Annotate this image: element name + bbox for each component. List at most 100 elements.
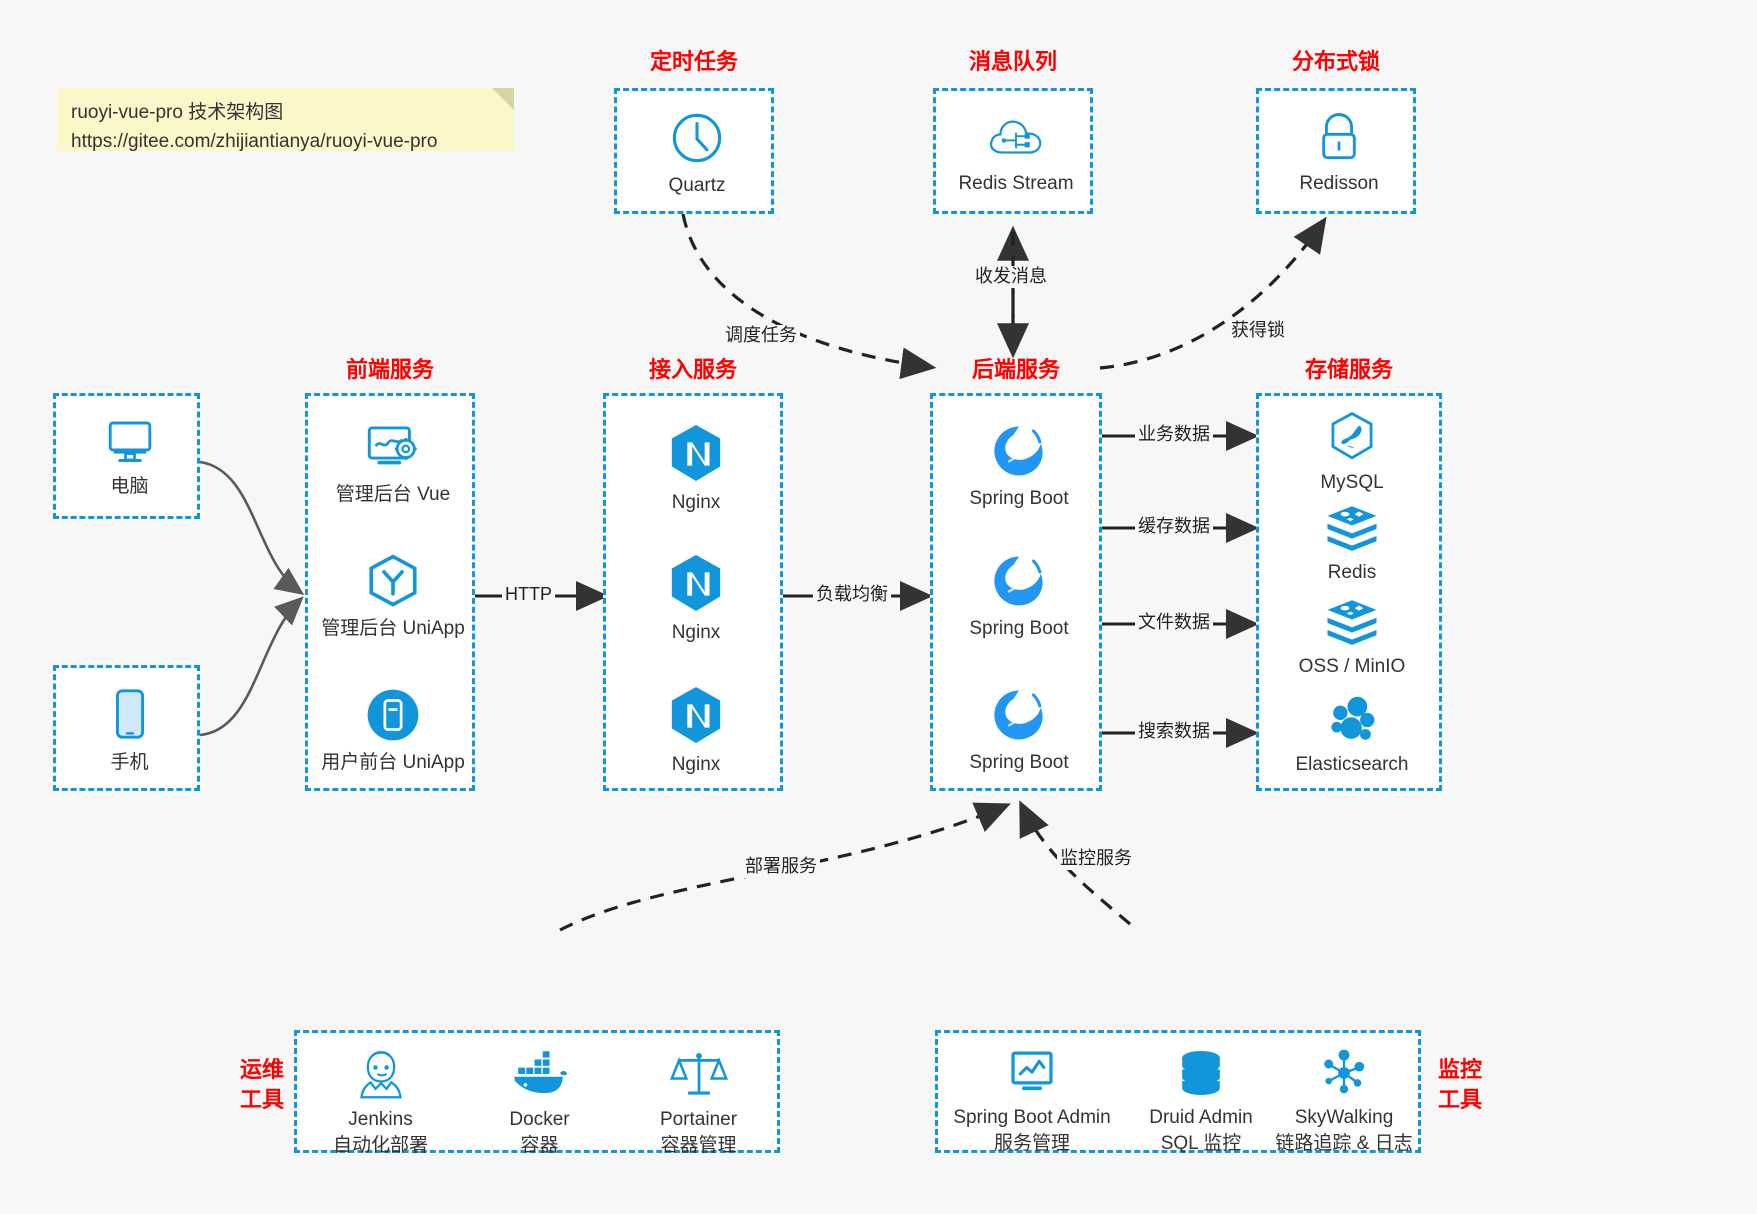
nginx-icon (671, 686, 721, 744)
note-fold-icon (492, 88, 514, 110)
edge-label-schedule: 调度任务 (722, 325, 800, 347)
node-label: Nginx (671, 754, 721, 775)
node-spring-boot-admin[interactable]: Spring Boot Admin 服务管理 (942, 1047, 1122, 1156)
note-url: https://gitee.com/zhijiantianya/ruoyi-vu… (71, 131, 438, 153)
node-user-uniapp[interactable]: 用户前台 UniApp (308, 686, 478, 776)
node-redis[interactable]: Redis (1259, 504, 1445, 586)
edge-label-file-data: 文件数据 (1135, 612, 1213, 634)
desktop-icon (108, 421, 151, 463)
node-jenkins[interactable]: Jenkins 自动化部署 (303, 1047, 458, 1158)
redis-stack-icon (1327, 506, 1377, 551)
group-title-backend: 后端服务 (971, 357, 1060, 382)
node-label: Elasticsearch (1295, 754, 1409, 775)
edge-label-mq: 收发消息 (972, 266, 1050, 288)
node-label: Nginx (671, 622, 721, 643)
group-backend: Spring Boot Spring Boot Spring Boot (930, 393, 1102, 791)
docker-whale-icon (514, 1051, 567, 1094)
node-docker[interactable]: Docker 容器 (462, 1047, 617, 1158)
monitor-gear-icon (367, 426, 417, 465)
monitor-chart-icon (1011, 1051, 1053, 1091)
skywalking-node-icon (1324, 1049, 1365, 1094)
node-label: Redis (1327, 562, 1377, 583)
node-label: Spring Boot (969, 752, 1069, 773)
node-sublabel: SQL 监控 (1160, 1132, 1242, 1154)
group-title-gateway: 接入服务 (648, 357, 737, 382)
node-skywalking[interactable]: SkyWalking 链路追踪 & 日志 (1268, 1047, 1420, 1156)
monitor-title-line2: 工具 (1437, 1086, 1482, 1112)
node-label: Redis Stream (958, 173, 1074, 194)
node-nginx-1[interactable]: Nginx (606, 422, 786, 516)
node-sublabel: 链路追踪 & 日志 (1275, 1132, 1413, 1154)
group-client-computer: 电脑 (53, 393, 200, 519)
group-mq: Redis Stream (933, 88, 1093, 214)
node-sublabel: 自动化部署 (332, 1134, 428, 1156)
node-label: MySQL (1320, 472, 1384, 493)
hexagon-y-icon (369, 554, 417, 607)
node-nginx-2[interactable]: Nginx (606, 552, 786, 646)
node-portainer[interactable]: Portainer 容器管理 (621, 1047, 776, 1158)
group-frontend: 管理后台 Vue 管理后台 UniApp 用户前台 UniApp (305, 393, 475, 791)
edge-label-biz-data: 业务数据 (1135, 424, 1213, 446)
node-elasticsearch[interactable]: Elasticsearch (1259, 694, 1445, 778)
devops-title-line1: 运维 (239, 1057, 284, 1082)
node-computer[interactable]: 电脑 (56, 414, 203, 500)
node-admin-vue[interactable]: 管理后台 Vue (308, 420, 478, 508)
node-label: Quartz (668, 175, 726, 196)
node-admin-uniapp[interactable]: 管理后台 UniApp (308, 552, 478, 642)
group-title-monitor: 监控 工具 (1430, 1055, 1490, 1114)
database-icon (1182, 1051, 1220, 1095)
node-phone[interactable]: 手机 (56, 686, 203, 776)
node-springboot-2[interactable]: Spring Boot (933, 552, 1105, 642)
scales-icon (669, 1052, 728, 1095)
node-label: Nginx (671, 492, 721, 513)
edge-label-monitoring: 监控服务 (1057, 848, 1135, 870)
nginx-icon (671, 424, 721, 482)
phone-icon (115, 689, 144, 739)
node-label: Druid Admin (1149, 1107, 1253, 1128)
edge-label-lb: 负载均衡 (813, 584, 891, 606)
devops-title-line2: 工具 (239, 1086, 284, 1112)
group-client-phone: 手机 (53, 665, 200, 791)
group-title-mq: 消息队列 (968, 49, 1057, 74)
group-scheduler: Quartz (614, 88, 774, 214)
monitor-title-line1: 监控 (1437, 1057, 1482, 1082)
node-label: 电脑 (110, 476, 149, 497)
node-label: 管理后台 UniApp (321, 618, 465, 639)
node-redisson[interactable]: Redisson (1259, 109, 1419, 197)
lock-icon (1322, 113, 1356, 160)
edge-label-http: HTTP (502, 584, 555, 606)
spring-leaf-icon (994, 690, 1043, 740)
edge-label-search-data: 搜索数据 (1135, 721, 1213, 743)
node-label: Docker (509, 1109, 570, 1130)
node-springboot-1[interactable]: Spring Boot (933, 422, 1105, 512)
node-label: 用户前台 UniApp (321, 752, 465, 773)
node-label: Spring Boot (969, 618, 1069, 639)
node-redis-stream[interactable]: Redis Stream (936, 109, 1096, 197)
diagram-note: ruoyi-vue-pro 技术架构图 https://gitee.com/zh… (57, 88, 514, 152)
node-label: Portainer (659, 1109, 738, 1130)
node-oss-minio[interactable]: OSS / MinIO (1259, 598, 1445, 680)
node-label: Jenkins (348, 1109, 413, 1130)
clock-icon (672, 113, 722, 163)
mobile-circle-icon (367, 689, 419, 741)
node-label: 管理后台 Vue (335, 484, 451, 505)
node-label: Spring Boot (969, 488, 1069, 509)
edge-label-cache-data: 缓存数据 (1135, 516, 1213, 538)
node-sublabel: 服务管理 (993, 1132, 1070, 1154)
node-label: SkyWalking (1294, 1107, 1394, 1128)
node-druid-admin[interactable]: Druid Admin SQL 监控 (1126, 1047, 1276, 1156)
node-label: Redisson (1299, 173, 1379, 194)
node-springboot-3[interactable]: Spring Boot (933, 686, 1105, 776)
group-title-frontend: 前端服务 (345, 357, 434, 382)
group-title-scheduler: 定时任务 (649, 49, 738, 74)
node-label: Spring Boot Admin (953, 1107, 1111, 1128)
node-label: 手机 (110, 752, 149, 773)
nginx-icon (671, 554, 721, 612)
node-mysql[interactable]: MySQL (1259, 410, 1445, 496)
node-nginx-3[interactable]: Nginx (606, 684, 786, 778)
elasticsearch-cluster-icon (1331, 696, 1375, 740)
node-sublabel: 容器管理 (660, 1134, 737, 1156)
edge-label-getlock: 获得锁 (1228, 320, 1288, 342)
node-quartz[interactable]: Quartz (617, 109, 777, 199)
